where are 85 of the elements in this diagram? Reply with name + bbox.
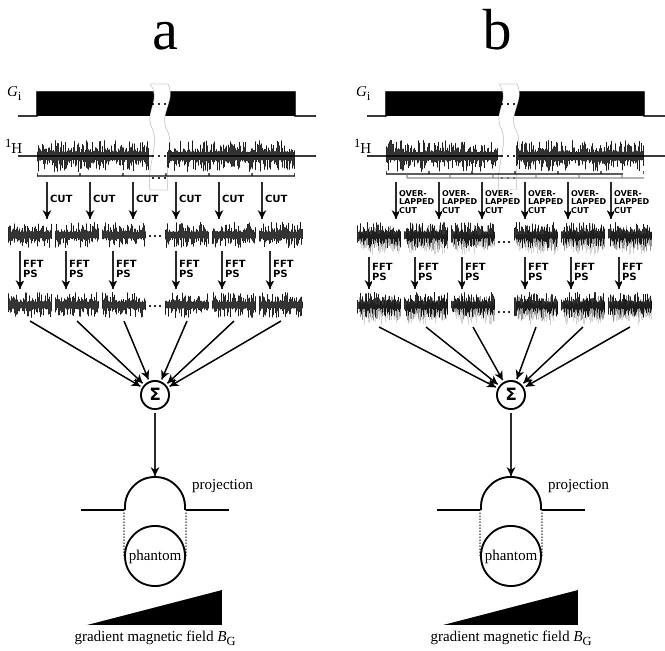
power-spectrum xyxy=(55,291,99,319)
signal-segment xyxy=(212,221,256,249)
phantom-circle: phantom xyxy=(480,525,542,587)
power-spectrum xyxy=(357,291,401,325)
edge-label: OVER- LAPPED CUT xyxy=(528,190,564,216)
power-spectrum xyxy=(451,291,495,325)
arrow xyxy=(172,182,180,219)
arrow xyxy=(258,182,266,219)
signal-segment xyxy=(165,221,209,249)
arrow xyxy=(434,182,444,219)
power-spectrum xyxy=(8,291,52,319)
signal-trace xyxy=(386,140,644,180)
projection-label: projection xyxy=(192,477,253,494)
signal-segment xyxy=(451,221,495,255)
signal-segment xyxy=(357,221,401,255)
panel-letter: a xyxy=(152,0,178,62)
arrow xyxy=(172,251,180,289)
arrow xyxy=(76,320,144,384)
signal-segment xyxy=(514,221,558,255)
signal-segment xyxy=(404,221,448,255)
projection-curve xyxy=(124,475,186,512)
arrow xyxy=(478,182,486,219)
arrow xyxy=(564,182,572,219)
power-spectrum xyxy=(608,291,652,325)
panel-letter: b xyxy=(482,0,512,62)
arrow xyxy=(161,320,188,380)
arrow xyxy=(214,182,224,219)
arrow xyxy=(614,257,624,289)
edge-label: OVER- LAPPED CUT xyxy=(399,190,435,216)
arrow xyxy=(123,320,150,380)
signal-segment xyxy=(102,221,146,249)
arrow xyxy=(506,413,516,476)
projection-curve xyxy=(480,475,542,512)
arrow xyxy=(410,257,420,289)
arrow xyxy=(392,182,400,219)
power-spectrum xyxy=(102,291,146,319)
arrow xyxy=(426,326,498,385)
arrow xyxy=(364,257,374,289)
power-spectrum xyxy=(404,291,448,325)
arrow xyxy=(150,413,160,476)
signal-segment xyxy=(259,221,303,249)
power-spectrum xyxy=(259,291,303,319)
summation-circle: Σ xyxy=(140,380,170,410)
power-spectrum xyxy=(165,291,209,319)
power-spectrum xyxy=(561,291,605,325)
arrow xyxy=(86,182,94,219)
arrow xyxy=(522,326,584,384)
power-spectrum xyxy=(212,291,256,319)
arrow xyxy=(520,257,530,289)
signal-segment xyxy=(8,221,52,249)
arrow xyxy=(378,326,496,388)
summation-circle: Σ xyxy=(496,380,526,410)
arrow xyxy=(169,320,282,388)
axis-label: G$_{i}$ xyxy=(7,84,22,104)
arrow xyxy=(458,257,466,289)
axis-label: G$_{i}$ xyxy=(356,84,370,104)
arrow xyxy=(128,182,138,219)
signal-segment xyxy=(561,221,605,255)
arrow xyxy=(266,251,274,289)
edge-label: OVER- LAPPED CUT xyxy=(442,190,478,216)
arrow xyxy=(166,320,235,384)
edge-label: OVER- LAPPED CUT xyxy=(571,190,607,216)
arrow xyxy=(108,251,118,289)
power-spectrum xyxy=(514,291,558,325)
arrow xyxy=(566,257,576,289)
arrow xyxy=(218,251,226,289)
caption: gradient magnetic field B$_{G}$ xyxy=(430,629,592,649)
phantom-circle: phantom xyxy=(124,525,186,587)
arrow xyxy=(472,326,504,381)
caption: gradient magnetic field B$_{G}$ xyxy=(74,629,236,649)
arrow xyxy=(42,182,52,219)
arrow xyxy=(62,251,70,289)
signal-segment xyxy=(55,221,99,249)
axis-label: $^{1}$H xyxy=(5,137,22,158)
projection-label: projection xyxy=(548,477,609,494)
arrow xyxy=(606,182,616,219)
signal-segment xyxy=(608,221,652,255)
axis-label: $^{1}$H xyxy=(354,137,372,158)
arrow xyxy=(525,326,630,388)
arrow xyxy=(516,326,537,380)
edge-label: OVER- LAPPED CUT xyxy=(614,190,650,216)
arrow xyxy=(30,320,141,388)
arrow xyxy=(16,251,24,289)
arrow xyxy=(520,182,530,219)
edge-label: OVER- LAPPED CUT xyxy=(485,190,521,216)
